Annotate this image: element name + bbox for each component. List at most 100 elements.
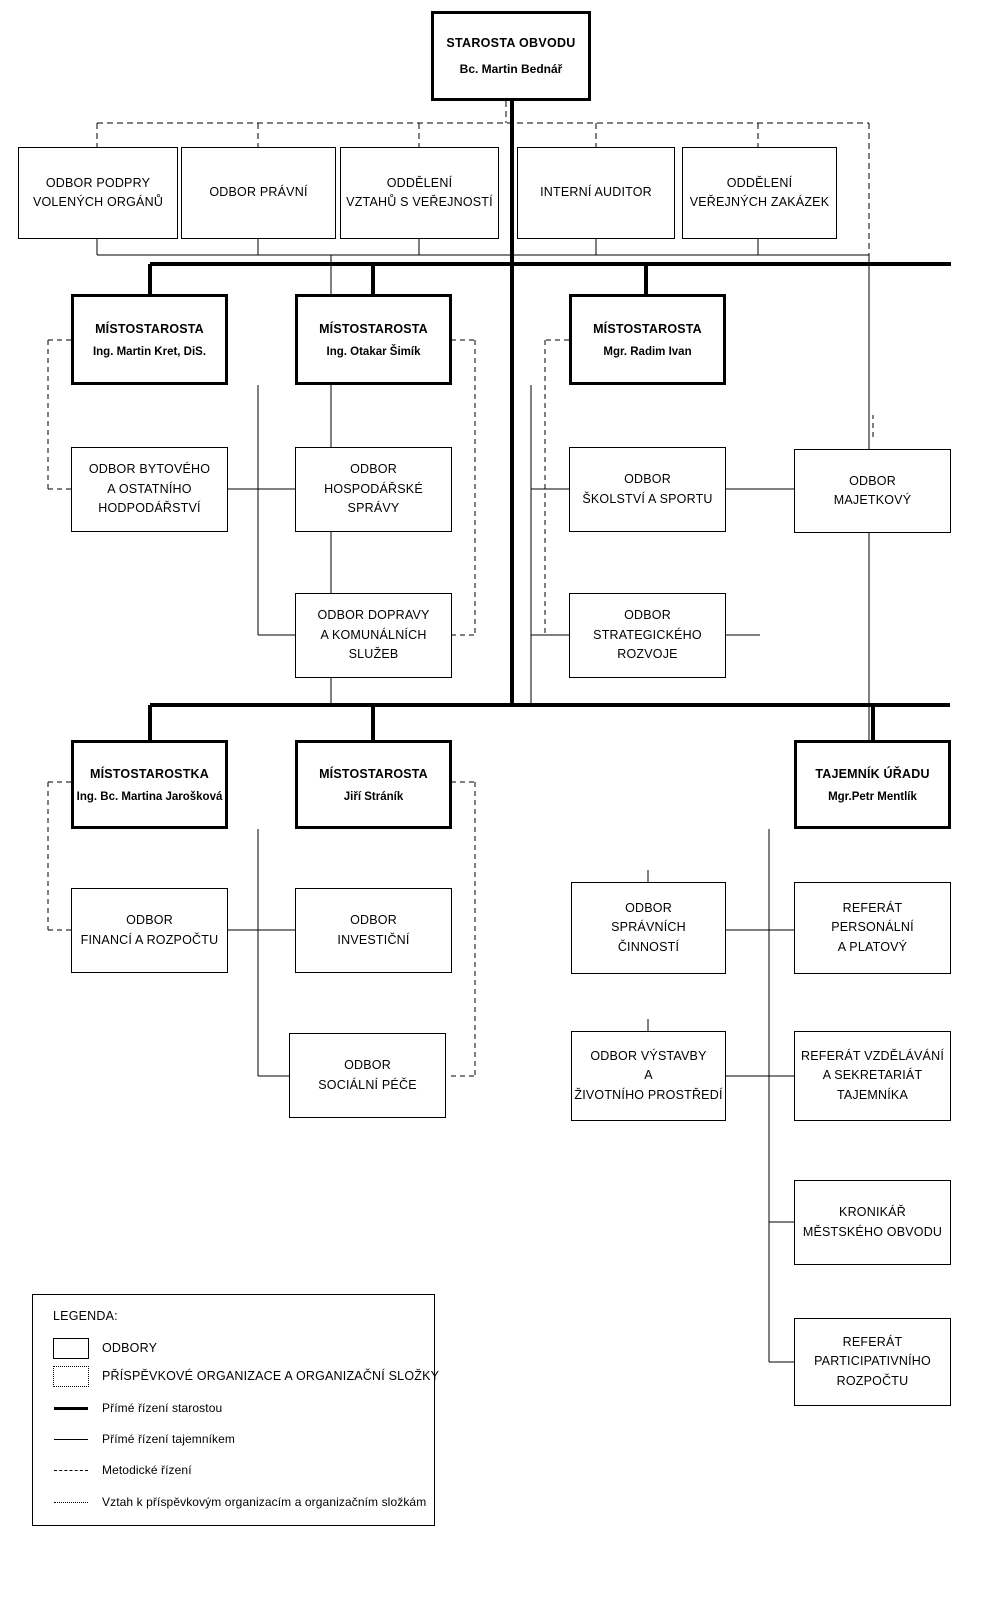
node-mistostarostka-jaroskova[interactable]: MÍSTOSTAROSTKA Ing. Bc. Martina Jaroškov… xyxy=(71,740,228,829)
officer-person: Ing. Martin Kret, DiS. xyxy=(92,345,207,358)
node-odbor-bytoveho-a-ostatniho-hodpodarstvi[interactable]: ODBOR BYTOVÉHO A OSTATNÍHO HODPODÁŘSTVÍ xyxy=(71,447,228,532)
legend-swatch-thick-line-icon xyxy=(53,1398,89,1418)
legend-item-vztah-k-prispevkovym-organizacim: Vztah k příspěvkovým organizacím a organ… xyxy=(53,1491,426,1513)
node-interni-auditor[interactable]: INTERNÍ AUDITOR xyxy=(517,147,675,239)
legend-label: Přímé řízení starostou xyxy=(102,1401,223,1415)
officer-person: Ing. Otakar Šimík xyxy=(326,345,421,358)
officer-title: MÍSTOSTAROSTA xyxy=(319,766,428,781)
officer-title: MÍSTOSTAROSTKA xyxy=(89,766,209,781)
starosta-person: Bc. Martin Bednář xyxy=(459,62,563,76)
officer-person: Mgr. Radim Ivan xyxy=(603,345,692,358)
officer-title: MÍSTOSTAROSTA xyxy=(95,321,204,336)
label-line-3: ROZVOJE xyxy=(617,647,678,662)
node-kronikar-mestskeho-obvodu[interactable]: KRONIKÁŘ MĚSTSKÉHO OBVODU xyxy=(794,1180,951,1265)
legend-label: Vztah k příspěvkovým organizacím a organ… xyxy=(102,1495,427,1509)
label-line-3: ROZPOČTU xyxy=(836,1373,909,1388)
node-odbor-hospodarske-spravy[interactable]: ODBOR HOSPODÁŘSKÉ SPRÁVY xyxy=(295,447,452,532)
node-starosta-obvodu[interactable]: STAROSTA OBVODU Bc. Martin Bednář xyxy=(431,11,591,101)
label-line-1: INTERNÍ AUDITOR xyxy=(540,185,652,200)
label-line-2: HOSPODÁŘSKÉ xyxy=(324,481,423,496)
node-odbor-financi-a-rozpoctu[interactable]: ODBOR FINANCÍ A ROZPOČTU xyxy=(71,888,228,973)
legend-heading: LEGENDA: xyxy=(53,1309,118,1323)
label-line-1: ODBOR VÝSTAVBY xyxy=(590,1048,707,1063)
node-tajemnik-uradu[interactable]: TAJEMNÍK ÚŘADU Mgr.Petr Mentlík xyxy=(794,740,951,829)
label-line-2: PARTICIPATIVNÍHO xyxy=(814,1354,931,1369)
legend-label: ODBORY xyxy=(102,1341,158,1355)
officer-title: MÍSTOSTAROSTA xyxy=(593,321,702,336)
label-line-1: ODBOR xyxy=(625,900,672,915)
label-line-1: ODBOR BYTOVÉHO xyxy=(88,462,211,477)
node-mistostarosta-kret[interactable]: MÍSTOSTAROSTA Ing. Martin Kret, DiS. xyxy=(71,294,228,385)
officer-title: TAJEMNÍK ÚŘADU xyxy=(815,766,930,781)
node-odbor-dopravy-a-komunalnich-sluzeb[interactable]: ODBOR DOPRAVY A KOMUNÁLNÍCH SLUŽEB xyxy=(295,593,452,678)
legend-swatch-thin-line-icon xyxy=(53,1429,89,1449)
label-line-2: SPRÁVNÍCH xyxy=(611,920,686,935)
label-line-2: FINANCÍ A ROZPOČTU xyxy=(80,932,219,947)
node-odbor-spravnich-cinnosti[interactable]: ODBOR SPRÁVNÍCH ČINNOSTÍ xyxy=(571,882,726,974)
node-odbor-skolstvi-a-sportu[interactable]: ODBOR ŠKOLSTVÍ A SPORTU xyxy=(569,447,726,532)
label-line-1: ODBOR xyxy=(624,472,671,487)
legend-item-metodicke-rizeni: Metodické řízení xyxy=(53,1459,192,1481)
officer-person: Jiří Stráník xyxy=(343,790,404,803)
node-mistostarosta-simik[interactable]: MÍSTOSTAROSTA Ing. Otakar Šimík xyxy=(295,294,452,385)
label-line-1: ODBOR xyxy=(849,473,896,488)
label-line-1: REFERÁT VZDĚLÁVÁNÍ xyxy=(801,1048,944,1063)
legend-item-prime-rizeni-tajemnikem: Přímé řízení tajemníkem xyxy=(53,1428,235,1450)
node-referat-participativniho-rozpoctu[interactable]: REFERÁT PARTICIPATIVNÍHO ROZPOČTU xyxy=(794,1318,951,1406)
label-line-1: ODDĚLENÍ xyxy=(726,175,793,190)
legend-item-prispevkove-organizace: PŘÍSPĚVKOVÉ ORGANIZACE A ORGANIZAČNÍ SLO… xyxy=(53,1365,439,1387)
legend-box: LEGENDA: ODBORY PŘÍSPĚVKOVÉ ORGANIZACE A… xyxy=(32,1294,439,1526)
legend-swatch-dotted-box-icon xyxy=(53,1365,89,1387)
label-line-2: A OSTATNÍHO xyxy=(107,481,192,496)
node-odbor-vystavby-a-zivotniho-prostredi[interactable]: ODBOR VÝSTAVBY A ŽIVOTNÍHO PROSTŘEDÍ xyxy=(571,1031,726,1121)
label-line-1: KRONIKÁŘ xyxy=(839,1205,906,1220)
label-line-2: MAJETKOVÝ xyxy=(833,493,912,507)
label-line-3: A PLATOVÝ xyxy=(837,939,908,954)
label-line-2: PERSONÁLNÍ xyxy=(831,920,914,935)
node-odbor-pravni[interactable]: ODBOR PRÁVNÍ xyxy=(181,147,336,239)
label-line-1: ODBOR xyxy=(350,462,397,477)
label-line-3: TAJEMNÍKA xyxy=(836,1087,909,1102)
label-line-2: VZTAHŮ S VEŘEJNOSTÍ xyxy=(346,195,493,209)
node-odbor-podpry-volenych-organu[interactable]: ODBOR PODPRY VOLENÝCH ORGÁNŮ xyxy=(18,147,178,239)
label-line-1: REFERÁT xyxy=(842,1334,903,1349)
node-oddeleni-vztahu-s-verejnosti[interactable]: ODDĚLENÍ VZTAHŮ S VEŘEJNOSTÍ xyxy=(340,147,499,239)
label-line-1: ODBOR PODPRY xyxy=(45,175,151,190)
label-line-2: SOCIÁLNÍ PÉČE xyxy=(318,1077,417,1092)
legend-label: Metodické řízení xyxy=(102,1463,192,1477)
node-oddeleni-verejnych-zakazek[interactable]: ODDĚLENÍ VEŘEJNÝCH ZAKÁZEK xyxy=(682,147,837,239)
label-line-2: A KOMUNÁLNÍCH xyxy=(320,627,427,642)
label-line-3: ŽIVOTNÍHO PROSTŘEDÍ xyxy=(574,1087,723,1102)
label-line-2: VEŘEJNÝCH ZAKÁZEK xyxy=(689,195,830,209)
label-line-2: STRATEGICKÉHO xyxy=(593,627,702,642)
node-referat-vzdelavani-a-sekretariat-tajemnika[interactable]: REFERÁT VZDĚLÁVÁNÍ A SEKRETARIÁT TAJEMNÍ… xyxy=(794,1031,951,1121)
node-mistostarosta-stranik[interactable]: MÍSTOSTAROSTA Jiří Stráník xyxy=(295,740,452,829)
label-line-1: ODDĚLENÍ xyxy=(386,175,453,190)
label-line-3: HODPODÁŘSTVÍ xyxy=(98,501,201,516)
label-line-1: ODBOR xyxy=(126,913,173,928)
node-mistostarosta-ivan[interactable]: MÍSTOSTAROSTA Mgr. Radim Ivan xyxy=(569,294,726,385)
label-line-3: SLUŽEB xyxy=(348,647,399,662)
node-odbor-strategickeho-rozvoje[interactable]: ODBOR STRATEGICKÉHO ROZVOJE xyxy=(569,593,726,678)
label-line-2: A xyxy=(644,1068,653,1083)
node-odbor-investicni[interactable]: ODBOR INVESTIČNÍ xyxy=(295,888,452,973)
label-line-2: VOLENÝCH ORGÁNŮ xyxy=(32,195,164,209)
officer-person: Ing. Bc. Martina Jarošková xyxy=(76,790,223,803)
officer-title: MÍSTOSTAROSTA xyxy=(319,321,428,336)
node-odbor-majetkovy[interactable]: ODBOR MAJETKOVÝ xyxy=(794,449,951,533)
node-odbor-socialni-pece[interactable]: ODBOR SOCIÁLNÍ PÉČE xyxy=(289,1033,446,1118)
label-line-1: ODBOR xyxy=(344,1058,391,1073)
label-line-3: ČINNOSTÍ xyxy=(617,939,680,954)
officer-person: Mgr.Petr Mentlík xyxy=(828,790,917,803)
label-line-3: SPRÁVY xyxy=(347,501,400,516)
node-referat-personalni-a-platovy[interactable]: REFERÁT PERSONÁLNÍ A PLATOVÝ xyxy=(794,882,951,974)
legend-item-odbory: ODBORY xyxy=(53,1337,157,1359)
legend-label: Přímé řízení tajemníkem xyxy=(102,1432,236,1446)
label-line-1: ODBOR DOPRAVY xyxy=(317,608,430,623)
label-line-1: REFERÁT xyxy=(842,900,903,915)
legend-swatch-dashed-line-icon xyxy=(53,1460,89,1480)
label-line-2: A SEKRETARIÁT xyxy=(822,1068,923,1083)
label-line-2: MĚSTSKÉHO OBVODU xyxy=(802,1224,943,1239)
label-line-1: ODBOR xyxy=(624,608,671,623)
